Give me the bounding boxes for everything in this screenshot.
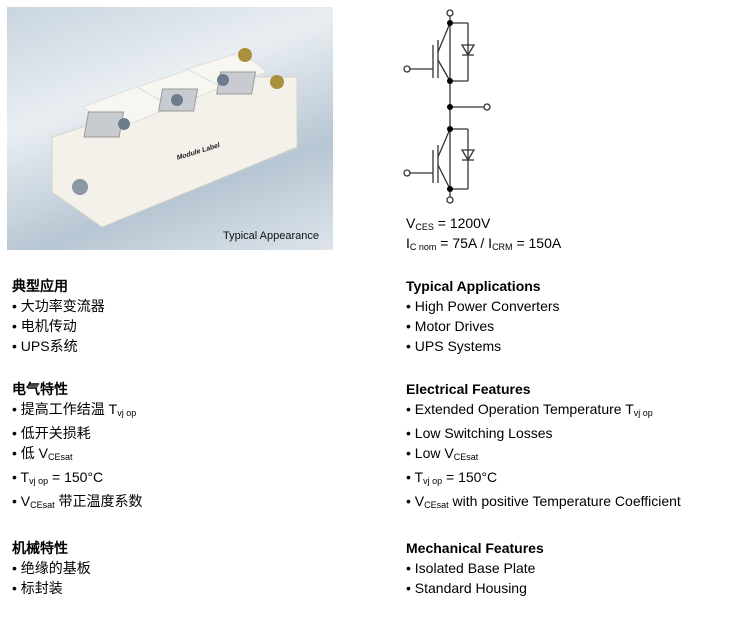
vces-rating: VCES = 1200V — [406, 215, 491, 232]
feature-item: 提高工作结温 Tvj op — [12, 399, 143, 423]
feature-item: Extended Operation Temperature Tvj op — [406, 399, 681, 423]
item-text: 提高工作结温 T — [20, 401, 118, 417]
feature-item: Tvj op = 150°C — [12, 467, 143, 491]
feature-item: 大功率变流器 — [12, 296, 143, 316]
item-text: CEsat — [30, 500, 55, 510]
item-text: 带正温度系数 — [54, 493, 143, 509]
feature-item: 电机传动 — [12, 316, 143, 336]
feature-item: UPS系统 — [12, 336, 143, 356]
terminal-bottom — [446, 196, 454, 204]
item-text: = 150°C — [48, 469, 104, 485]
item-text: Motor Drives — [414, 318, 495, 334]
gate-upper — [403, 65, 411, 73]
photo-caption: Typical Appearance — [222, 230, 319, 242]
item-text: Low Switching Losses — [414, 425, 553, 441]
feature-item: 低 VCEsat — [12, 443, 143, 467]
item-text: = 150°C — [442, 469, 498, 485]
feature-item: Isolated Base Plate — [406, 558, 681, 578]
section-title: Typical Applications — [406, 278, 541, 294]
item-text: 标封装 — [20, 580, 63, 596]
item-text: 低开关损耗 — [20, 425, 91, 441]
feature-item: Low Switching Losses — [406, 423, 681, 443]
igbt-module-image — [51, 48, 298, 228]
feature-item: Standard Housing — [406, 578, 681, 598]
feature-item: VCEsat with positive Temperature Coeffic… — [406, 491, 681, 515]
gate-lower — [403, 169, 411, 177]
item-text: 低 V — [20, 445, 49, 461]
item-text: Extended Operation Temperature T — [414, 401, 634, 417]
item-text: vj op — [29, 476, 49, 486]
half-bridge-schematic — [403, 9, 491, 204]
item-text: vj op — [423, 476, 443, 486]
feature-item: VCEsat 带正温度系数 — [12, 491, 143, 515]
terminal-output — [483, 103, 491, 111]
item-text: High Power Converters — [414, 298, 560, 314]
item-text: CEsat — [453, 452, 479, 462]
feature-section: 电气特性提高工作结温 Tvj op低开关损耗低 VCEsatTvj op = 1… — [12, 379, 143, 515]
item-text: 大功率变流器 — [20, 298, 105, 314]
feature-item: Tvj op = 150°C — [406, 467, 681, 491]
item-text: with positive Temperature Coefficient — [448, 493, 681, 509]
feature-section: 机械特性绝缘的基板标封装 — [12, 538, 143, 598]
lower-igbt-symbol — [410, 128, 476, 190]
item-text: 电机传动 — [20, 318, 77, 334]
section-title: 机械特性 — [12, 540, 68, 556]
item-text: Low V — [414, 445, 454, 461]
item-text: T — [20, 469, 30, 485]
item-text: CEsat — [48, 452, 73, 462]
item-text: Isolated Base Plate — [414, 560, 536, 576]
section-title: Mechanical Features — [406, 540, 544, 556]
item-text: vj op — [633, 408, 653, 418]
item-text: V — [414, 493, 425, 509]
english-features: Typical ApplicationsHigh Power Converter… — [406, 276, 681, 621]
feature-item: Low VCEsat — [406, 443, 681, 467]
current-rating: IC nom = 75A / ICRM = 150A — [406, 235, 562, 252]
feature-section: Electrical FeaturesExtended Operation Te… — [406, 379, 681, 515]
upper-igbt-symbol — [410, 17, 476, 82]
feature-section: Mechanical FeaturesIsolated Base PlateSt… — [406, 538, 681, 598]
item-text: 绝缘的基板 — [20, 560, 91, 576]
terminal-top — [446, 9, 454, 17]
feature-section: Typical ApplicationsHigh Power Converter… — [406, 276, 681, 356]
module-photo: Module Label Typical Appearance — [7, 7, 333, 250]
item-text: vj op — [117, 408, 137, 418]
section-title: Electrical Features — [406, 381, 531, 397]
item-text: CEsat — [424, 500, 449, 510]
section-title: 电气特性 — [12, 381, 68, 397]
feature-section: 典型应用大功率变流器电机传动 UPS系统 — [12, 276, 143, 356]
item-text: T — [414, 469, 424, 485]
feature-item: UPS Systems — [406, 336, 681, 356]
item-text: V — [20, 493, 31, 509]
item-text: Standard Housing — [414, 580, 527, 596]
item-text: UPS系统 — [20, 338, 78, 354]
chinese-features: 典型应用大功率变流器电机传动UPS系统电气特性提高工作结温 Tvj op低开关损… — [12, 276, 143, 621]
feature-item: High Power Converters — [406, 296, 681, 316]
feature-item: Motor Drives — [406, 316, 681, 336]
feature-item: 标封装 — [12, 578, 143, 598]
item-text: UPS Systems — [414, 338, 502, 354]
feature-item: 绝缘的基板 — [12, 558, 143, 578]
section-title: 典型应用 — [12, 278, 68, 294]
feature-item: 低开关损耗 — [12, 423, 143, 443]
